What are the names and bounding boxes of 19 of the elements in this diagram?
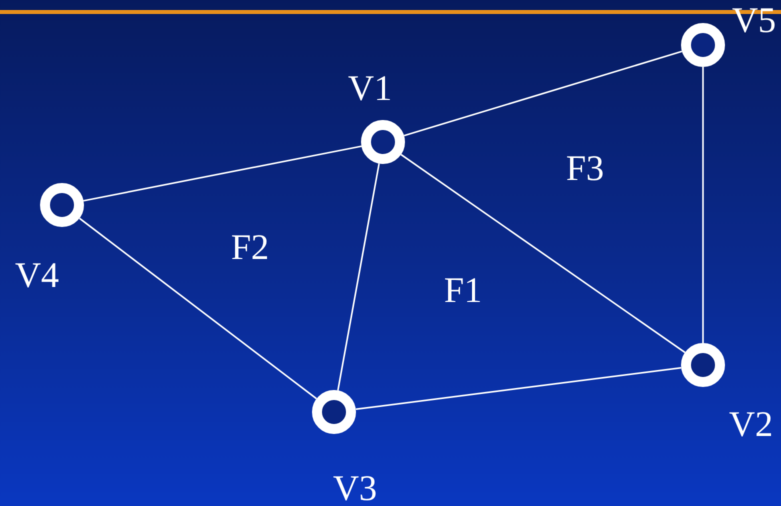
vertex-circle	[361, 120, 405, 164]
vertex-circle	[40, 183, 84, 227]
face-label: F1	[444, 272, 482, 308]
vertex-circle	[312, 390, 356, 434]
edge-line	[337, 164, 380, 390]
vertex-circle	[681, 343, 725, 387]
vertex-label: V1	[348, 70, 392, 106]
vertex-label: V4	[15, 257, 59, 293]
edge-line	[79, 218, 317, 400]
edge-line	[83, 145, 362, 202]
edge-line	[404, 50, 682, 136]
vertex-label: V3	[333, 470, 377, 506]
vertex-circle	[681, 23, 725, 67]
edge-line	[702, 67, 704, 343]
vertex-label: V2	[729, 406, 773, 442]
edge-line	[400, 154, 686, 354]
face-label: F3	[566, 150, 604, 186]
face-label: F2	[230, 229, 270, 265]
edge-line	[356, 366, 682, 410]
